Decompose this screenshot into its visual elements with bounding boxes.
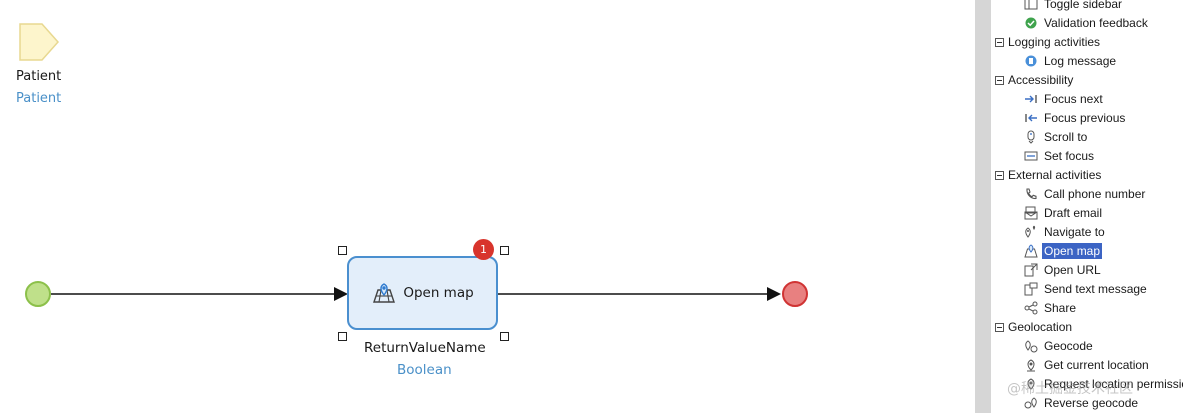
toolbox-item-label: Request location permission xyxy=(1044,377,1183,391)
resize-handle-top-right[interactable] xyxy=(500,246,509,255)
geocode-icon xyxy=(1025,340,1038,353)
open-map-activity[interactable]: Open map xyxy=(347,256,498,330)
text-message-icon xyxy=(1024,282,1038,296)
map-pin-icon xyxy=(373,283,396,303)
toolbox-item-scroll-to[interactable]: Scroll to xyxy=(1024,130,1089,149)
collapse-toggle-icon[interactable] xyxy=(995,323,1004,332)
toolbox-item-label: Draft email xyxy=(1044,206,1103,220)
end-event[interactable] xyxy=(782,281,808,307)
toolbox-item-call-phone-number[interactable]: Call phone number xyxy=(1024,187,1147,206)
toolbox-item-get-current-location[interactable]: Get current location xyxy=(1024,358,1151,377)
output-variable-name: ReturnValueName xyxy=(364,340,486,356)
email-icon xyxy=(1024,206,1038,220)
toolbox-item-label: Set focus xyxy=(1044,149,1095,163)
resize-handle-bottom-left[interactable] xyxy=(338,332,347,341)
map-icon xyxy=(1024,244,1038,258)
collapse-toggle-icon[interactable] xyxy=(995,38,1004,47)
start-event[interactable] xyxy=(25,281,51,307)
toolbox-item-label: Open URL xyxy=(1044,263,1101,277)
share-icon xyxy=(1024,301,1038,315)
parameter-name: Patient xyxy=(16,69,62,84)
watermark: @稀土掘金技术社区 xyxy=(1007,381,1133,397)
toolbox-item-label: Share xyxy=(1044,301,1077,315)
toolbox-item-label: Navigate to xyxy=(1044,225,1105,239)
collapse-toggle-icon[interactable] xyxy=(995,76,1004,85)
toolbox-category-external-activities[interactable]: External activities xyxy=(995,168,1101,187)
arrowhead-in xyxy=(334,287,348,301)
toolbox-item-open-url[interactable]: Open URL xyxy=(1024,263,1103,282)
toolbox-item-reverse-geocode[interactable]: Reverse geocode xyxy=(1024,396,1140,413)
toolbox-item-log-message[interactable]: Log message xyxy=(1024,54,1118,73)
toolbox-item-label: Get current location xyxy=(1044,358,1149,372)
phone-icon xyxy=(1026,188,1037,200)
toolbox-splitter[interactable] xyxy=(975,0,991,413)
arrowhead-out xyxy=(767,287,781,301)
navigate-icon xyxy=(1025,225,1036,238)
resize-handle-top-left[interactable] xyxy=(338,246,347,255)
toolbox-item-open-map[interactable]: Open map xyxy=(1024,243,1103,263)
flow-lines xyxy=(25,281,808,307)
toolbox-item-share[interactable]: Share xyxy=(1024,301,1078,320)
toolbox-item-draft-email[interactable]: Draft email xyxy=(1024,206,1104,225)
toolbox-item-validation-feedback[interactable]: Validation feedback xyxy=(1024,16,1150,35)
activity-label: Open map xyxy=(403,285,474,301)
log-message-icon xyxy=(1025,55,1037,67)
toolbox-item-focus-previous[interactable]: Focus previous xyxy=(1024,111,1127,130)
toolbox-item-focus-next[interactable]: Focus next xyxy=(1024,92,1105,111)
toolbox-category-label: External activities xyxy=(1008,168,1102,182)
toolbox-category-geolocation[interactable]: Geolocation xyxy=(995,320,1072,339)
toolbox-category-label: Logging activities xyxy=(1008,35,1101,49)
collapse-toggle-icon[interactable] xyxy=(995,171,1004,180)
validation-feedback-icon xyxy=(1025,17,1037,29)
toolbox-category-label: Accessibility xyxy=(1008,73,1074,87)
toolbox-item-label: Geocode xyxy=(1044,339,1093,353)
toolbox-item-label: Send text message xyxy=(1044,282,1147,296)
toolbox-item-toggle-sidebar[interactable]: Toggle sidebar xyxy=(1024,0,1124,16)
toolbox-item-set-focus[interactable]: Set focus xyxy=(1024,149,1096,168)
output-variable-type: Boolean xyxy=(397,362,452,378)
toolbox-item-request-location-permission[interactable]: Request location permission xyxy=(1024,377,1183,396)
parameter-icon[interactable] xyxy=(18,22,60,64)
toolbox-category-label: Geolocation xyxy=(1008,320,1073,334)
error-badge[interactable]: 1 xyxy=(473,239,494,260)
toolbox-item-label: Scroll to xyxy=(1044,130,1088,144)
toolbox-item-label: Open map xyxy=(1042,243,1103,259)
toolbox-item-geocode[interactable]: Geocode xyxy=(1024,339,1095,358)
toolbox-item-send-text-message[interactable]: Send text message xyxy=(1024,282,1149,301)
microflow-canvas[interactable]: Patient Patient Open map 1 ReturnValueNa… xyxy=(0,0,975,413)
toolbox-item-label: Focus next xyxy=(1044,92,1103,106)
parameter-type: Patient xyxy=(16,91,62,106)
focus-previous-icon xyxy=(1025,114,1037,122)
scroll-to-icon xyxy=(1027,130,1035,144)
toolbox-item-label: Focus previous xyxy=(1044,111,1126,125)
toolbox-item-label: Reverse geocode xyxy=(1044,396,1139,410)
toolbox-item-label: Toggle sidebar xyxy=(1044,0,1123,11)
resize-handle-bottom-right[interactable] xyxy=(500,332,509,341)
toolbox-category-logging-activities[interactable]: Logging activities xyxy=(995,35,1100,54)
location-permission-icon xyxy=(1027,378,1035,390)
open-url-icon xyxy=(1024,263,1038,277)
set-focus-icon xyxy=(1024,151,1038,161)
current-location-icon xyxy=(1027,359,1035,372)
toolbox-category-accessibility[interactable]: Accessibility xyxy=(995,73,1073,92)
toolbox-item-navigate-to[interactable]: Navigate to xyxy=(1024,225,1107,244)
toolbox-item-label: Call phone number xyxy=(1044,187,1146,201)
focus-next-icon xyxy=(1025,95,1037,103)
toolbox-item-label: Log message xyxy=(1044,54,1117,68)
toggle-sidebar-icon xyxy=(1024,0,1038,10)
reverse-geocode-icon xyxy=(1024,397,1037,409)
toolbox-item-label: Validation feedback xyxy=(1044,16,1148,30)
